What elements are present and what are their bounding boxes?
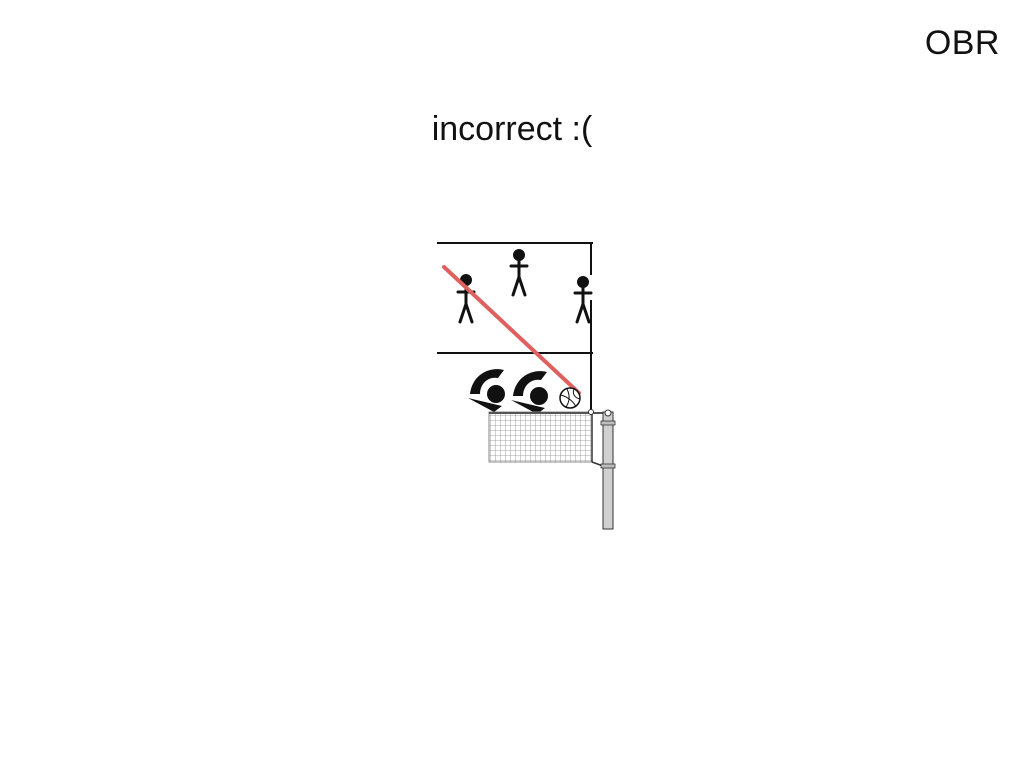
court-lines — [437, 242, 593, 410]
volleyball-icon — [559, 387, 581, 409]
blocking-player-icon — [511, 371, 548, 414]
feedback-message: incorrect :( — [431, 110, 593, 148]
standing-player-icon — [573, 276, 593, 324]
answer-line — [442, 265, 581, 395]
net-post-icon — [600, 409, 616, 530]
standing-player-icon — [509, 249, 529, 297]
blocking-player-icon — [468, 369, 505, 412]
slide-code-label: OBR — [924, 24, 1000, 62]
net-icon — [488, 409, 604, 467]
